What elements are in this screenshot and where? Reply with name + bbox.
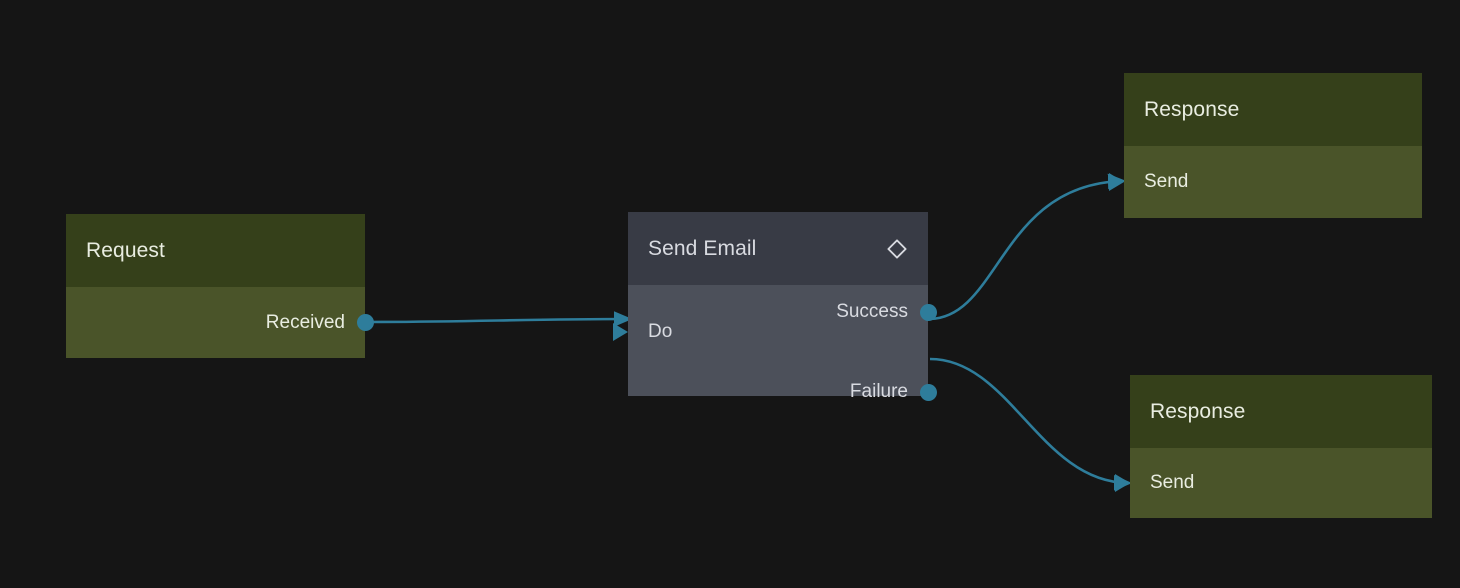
- port-label-failure: Failure: [849, 381, 908, 402]
- port-row-do[interactable]: Do: [613, 312, 928, 352]
- node-response-success-header[interactable]: Response: [1124, 73, 1422, 146]
- node-request[interactable]: Request Received: [66, 214, 374, 358]
- node-send-email-body: Do Success Failure: [613, 285, 937, 402]
- node-response-success-title: Response: [1144, 97, 1240, 121]
- output-port-success-dot[interactable]: [919, 303, 937, 321]
- node-request-body: Received: [66, 287, 374, 358]
- node-response-failure-header[interactable]: Response: [1130, 375, 1432, 448]
- edge-failure-to-send-bottom[interactable]: [929, 357, 1133, 491]
- input-port-send-success-arrow[interactable]: [1109, 173, 1124, 191]
- node-request-title: Request: [86, 238, 165, 262]
- port-label-send-success: Send: [1144, 171, 1189, 192]
- node-send-email-header[interactable]: Send Email: [628, 212, 928, 285]
- node-response-failure-title: Response: [1150, 399, 1246, 423]
- node-response-failure[interactable]: Response Send: [1115, 375, 1432, 518]
- port-row-received[interactable]: Received: [66, 287, 374, 358]
- input-port-do-arrow[interactable]: [613, 323, 628, 341]
- port-label-do: Do: [648, 321, 673, 342]
- edge-success-to-send-top[interactable]: [929, 173, 1127, 321]
- node-request-header[interactable]: Request: [66, 214, 365, 287]
- port-label-send-failure: Send: [1150, 472, 1195, 493]
- diamond-icon[interactable]: [886, 238, 908, 260]
- node-response-failure-body: Send: [1115, 448, 1432, 518]
- node-send-email[interactable]: Send Email Do Success Failure: [613, 212, 937, 402]
- port-label-success: Success: [836, 301, 908, 322]
- port-label-received: Received: [265, 311, 345, 333]
- edge-received-to-do[interactable]: [365, 311, 633, 327]
- input-port-send-failure-arrow[interactable]: [1115, 474, 1130, 492]
- port-row-send-failure[interactable]: Send: [1115, 448, 1432, 518]
- node-send-email-title: Send Email: [648, 236, 757, 260]
- port-row-send-success[interactable]: Send: [1109, 146, 1422, 218]
- node-response-success[interactable]: Response Send: [1109, 73, 1422, 218]
- output-port-failure-dot[interactable]: [919, 383, 937, 401]
- node-response-success-body: Send: [1109, 146, 1422, 218]
- output-port-received-dot[interactable]: [356, 314, 374, 331]
